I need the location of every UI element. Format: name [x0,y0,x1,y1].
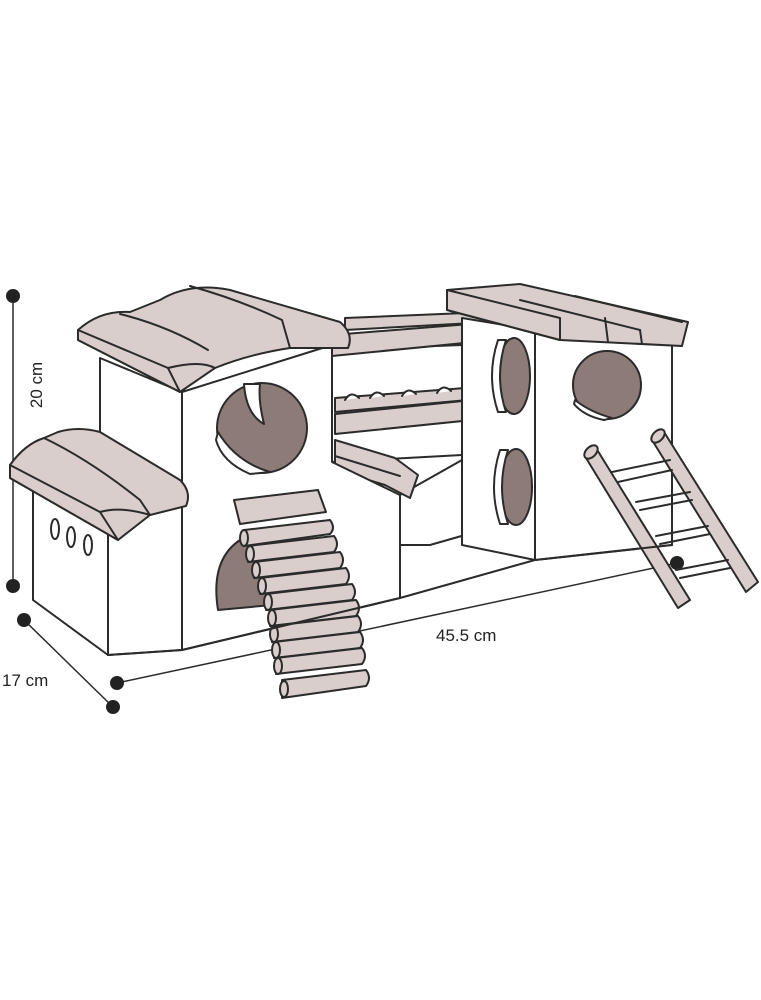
height-label: 20 cm [27,362,46,408]
width-label: 45.5 cm [436,626,496,645]
right-tower [446,283,689,561]
front-ramp [233,489,370,699]
depth-label: 17 cm [2,671,48,690]
dimension-width: 45.5 cm [110,556,684,690]
right-ladder [583,428,759,609]
dimension-depth: 17 cm [2,613,120,714]
dimension-height: 20 cm [6,289,46,593]
